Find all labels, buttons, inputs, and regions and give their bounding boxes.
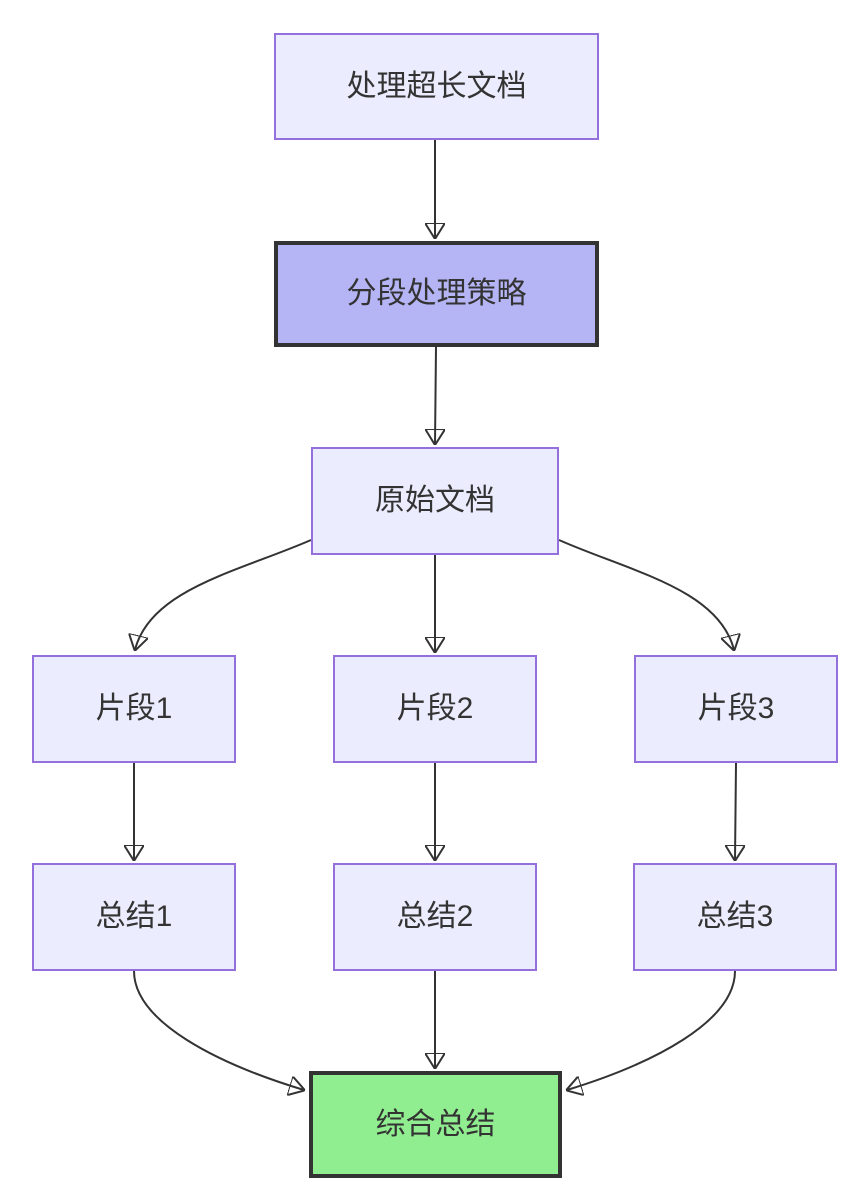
edge-strategy-to-original <box>435 346 436 444</box>
node-segment-3-label: 片段3 <box>697 692 775 725</box>
node-segment-2: 片段2 <box>333 655 537 763</box>
node-segment-3: 片段3 <box>634 655 838 763</box>
edge-original-to-segment-3 <box>558 539 734 650</box>
edge-segment-3-to-summary-3 <box>735 762 736 860</box>
node-process-long-doc: 处理超长文档 <box>274 33 599 140</box>
node-original-doc: 原始文档 <box>311 447 559 555</box>
node-combined-summary-label: 综合总结 <box>375 1107 496 1141</box>
node-summary-2-label: 总结2 <box>396 900 474 933</box>
node-segment-strategy-label: 分段处理策略 <box>346 277 527 310</box>
node-summary-1: 总结1 <box>32 863 236 971</box>
node-segment-1: 片段1 <box>32 655 236 763</box>
node-process-long-doc-label: 处理超长文档 <box>346 69 527 103</box>
node-summary-2: 总结2 <box>333 863 537 971</box>
node-summary-3-label: 总结3 <box>696 900 774 933</box>
edge-original-to-segment-1 <box>135 539 312 650</box>
node-segment-strategy: 分段处理策略 <box>274 241 599 347</box>
node-combined-summary: 综合总结 <box>309 1071 562 1178</box>
edge-summary-1-to-combined <box>133 970 304 1090</box>
node-summary-1-label: 总结1 <box>95 900 173 933</box>
node-original-doc-label: 原始文档 <box>375 484 495 517</box>
edge-summary-3-to-combined <box>567 970 736 1090</box>
node-segment-2-label: 片段2 <box>396 692 474 725</box>
node-summary-3: 总结3 <box>633 863 837 971</box>
node-segment-1-label: 片段1 <box>95 692 173 725</box>
